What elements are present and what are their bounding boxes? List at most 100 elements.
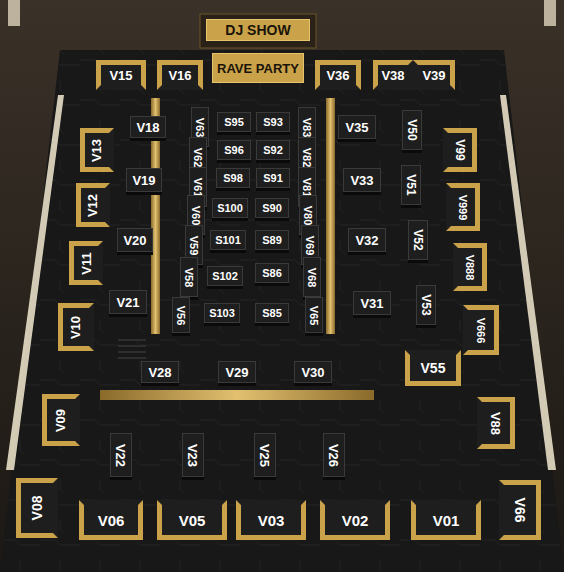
booth-box: V666 xyxy=(463,305,499,355)
table-box: V50 xyxy=(402,110,422,150)
seat-label: V16 xyxy=(168,69,191,82)
booth-box: V02 xyxy=(320,500,390,540)
seat-label: V05 xyxy=(179,513,206,528)
seat-label: V21 xyxy=(116,296,139,309)
booth-box: V09 xyxy=(42,394,80,446)
seat-label: V53 xyxy=(420,294,432,315)
seat-label: V28 xyxy=(148,366,171,379)
seat-label: V25 xyxy=(259,443,272,466)
seat-label: V15 xyxy=(109,69,132,82)
seat-label: V80 xyxy=(303,205,314,225)
seat-label: V31 xyxy=(360,297,383,310)
table-box: V23 xyxy=(182,433,204,477)
seat-label: V06 xyxy=(98,513,125,528)
seat-label: RAVE PARTY xyxy=(217,62,299,75)
table-box: S90 xyxy=(255,198,289,218)
seat-label: V33 xyxy=(350,174,373,187)
seat-label: V61 xyxy=(193,177,204,197)
seat-label: V60 xyxy=(191,205,202,225)
table-box: S98 xyxy=(216,168,250,188)
seat-label: V81 xyxy=(302,177,313,197)
seat-label: V36 xyxy=(326,69,349,82)
booth-box: V03 xyxy=(236,500,306,540)
table-box: V32 xyxy=(348,228,386,252)
seat-label: S96 xyxy=(224,145,244,156)
table-box: V20 xyxy=(117,228,153,252)
table-box: V65 xyxy=(305,297,323,333)
seat-label: V62 xyxy=(193,147,204,167)
table-box: V26 xyxy=(323,433,345,477)
seat-label: S92 xyxy=(263,145,283,156)
seat-label: V59 xyxy=(189,235,200,255)
table-box: V35 xyxy=(338,115,376,139)
seat-label: S85 xyxy=(262,308,282,319)
seat-label: V29 xyxy=(225,366,248,379)
seat-label: V20 xyxy=(123,234,146,247)
seat-label: V11 xyxy=(79,252,92,274)
stage-sign: DJ SHOW xyxy=(206,19,310,41)
table-box: V68 xyxy=(303,257,321,297)
seat-label: V55 xyxy=(421,361,446,375)
table-box: V58 xyxy=(180,257,198,297)
booth-box: V66 xyxy=(499,480,541,540)
seat-label: V32 xyxy=(355,234,378,247)
booth-box: V38 xyxy=(373,60,413,90)
seat-label: V63 xyxy=(195,117,206,137)
table-box: S85 xyxy=(255,303,289,323)
seat-label: V69 xyxy=(305,235,316,255)
booth-box: V55 xyxy=(405,350,461,386)
table-box: V19 xyxy=(126,168,162,192)
table-box: V33 xyxy=(343,168,381,192)
booth-box: V11 xyxy=(69,241,103,285)
seat-label: S98 xyxy=(223,173,243,184)
seat-label: V26 xyxy=(328,443,341,466)
seat-label: V18 xyxy=(136,121,159,134)
table-box: V22 xyxy=(110,433,132,477)
table-box: S103 xyxy=(204,303,240,323)
table-box: V53 xyxy=(416,285,436,325)
seat-label: V666 xyxy=(475,317,486,343)
booth-box: V88 xyxy=(477,397,515,449)
table-box: V51 xyxy=(401,165,421,205)
table-box: V56 xyxy=(172,297,190,333)
seat-label: V19 xyxy=(132,174,155,187)
booth-box: V99 xyxy=(443,128,477,172)
seat-label: S91 xyxy=(263,173,283,184)
table-box: S91 xyxy=(256,168,290,188)
seat-label: V82 xyxy=(302,147,313,167)
booth-box: V13 xyxy=(80,128,114,172)
seat-label: V22 xyxy=(115,443,128,466)
table-box: S89 xyxy=(255,230,289,250)
table-box: S92 xyxy=(256,140,290,160)
table-box: V18 xyxy=(130,116,166,138)
seat-label: V65 xyxy=(309,305,320,325)
seat-label: V56 xyxy=(176,305,187,325)
booth-box: V16 xyxy=(157,60,203,90)
table-box: S101 xyxy=(210,230,246,250)
booth-box: V15 xyxy=(96,60,146,90)
booth-box: V12 xyxy=(76,183,110,227)
seat-label: S100 xyxy=(217,203,243,214)
table-box: S102 xyxy=(207,266,243,286)
seat-label: DJ SHOW xyxy=(225,23,290,37)
table-box: V25 xyxy=(254,433,276,477)
booth-box: V10 xyxy=(58,303,94,351)
seat-label: V35 xyxy=(345,121,368,134)
seat-label: S89 xyxy=(262,235,282,246)
seat-label: S95 xyxy=(224,117,244,128)
seat-label: V08 xyxy=(30,496,44,521)
stage-sign: RAVE PARTY xyxy=(212,53,304,83)
seat-label: V58 xyxy=(184,267,195,287)
seat-label: V888 xyxy=(465,254,476,280)
table-box: S86 xyxy=(255,263,289,283)
seat-label: V999 xyxy=(458,194,469,220)
booth-box: V999 xyxy=(446,183,480,231)
booth-box: V39 xyxy=(413,60,455,90)
seat-label: V50 xyxy=(406,119,418,140)
booth-box: V08 xyxy=(16,478,58,538)
booth-box: V888 xyxy=(453,243,487,291)
seat-label: V66 xyxy=(513,498,527,523)
seat-label: V03 xyxy=(258,513,285,528)
seat-label: S93 xyxy=(263,117,283,128)
table-box: V30 xyxy=(294,361,332,383)
